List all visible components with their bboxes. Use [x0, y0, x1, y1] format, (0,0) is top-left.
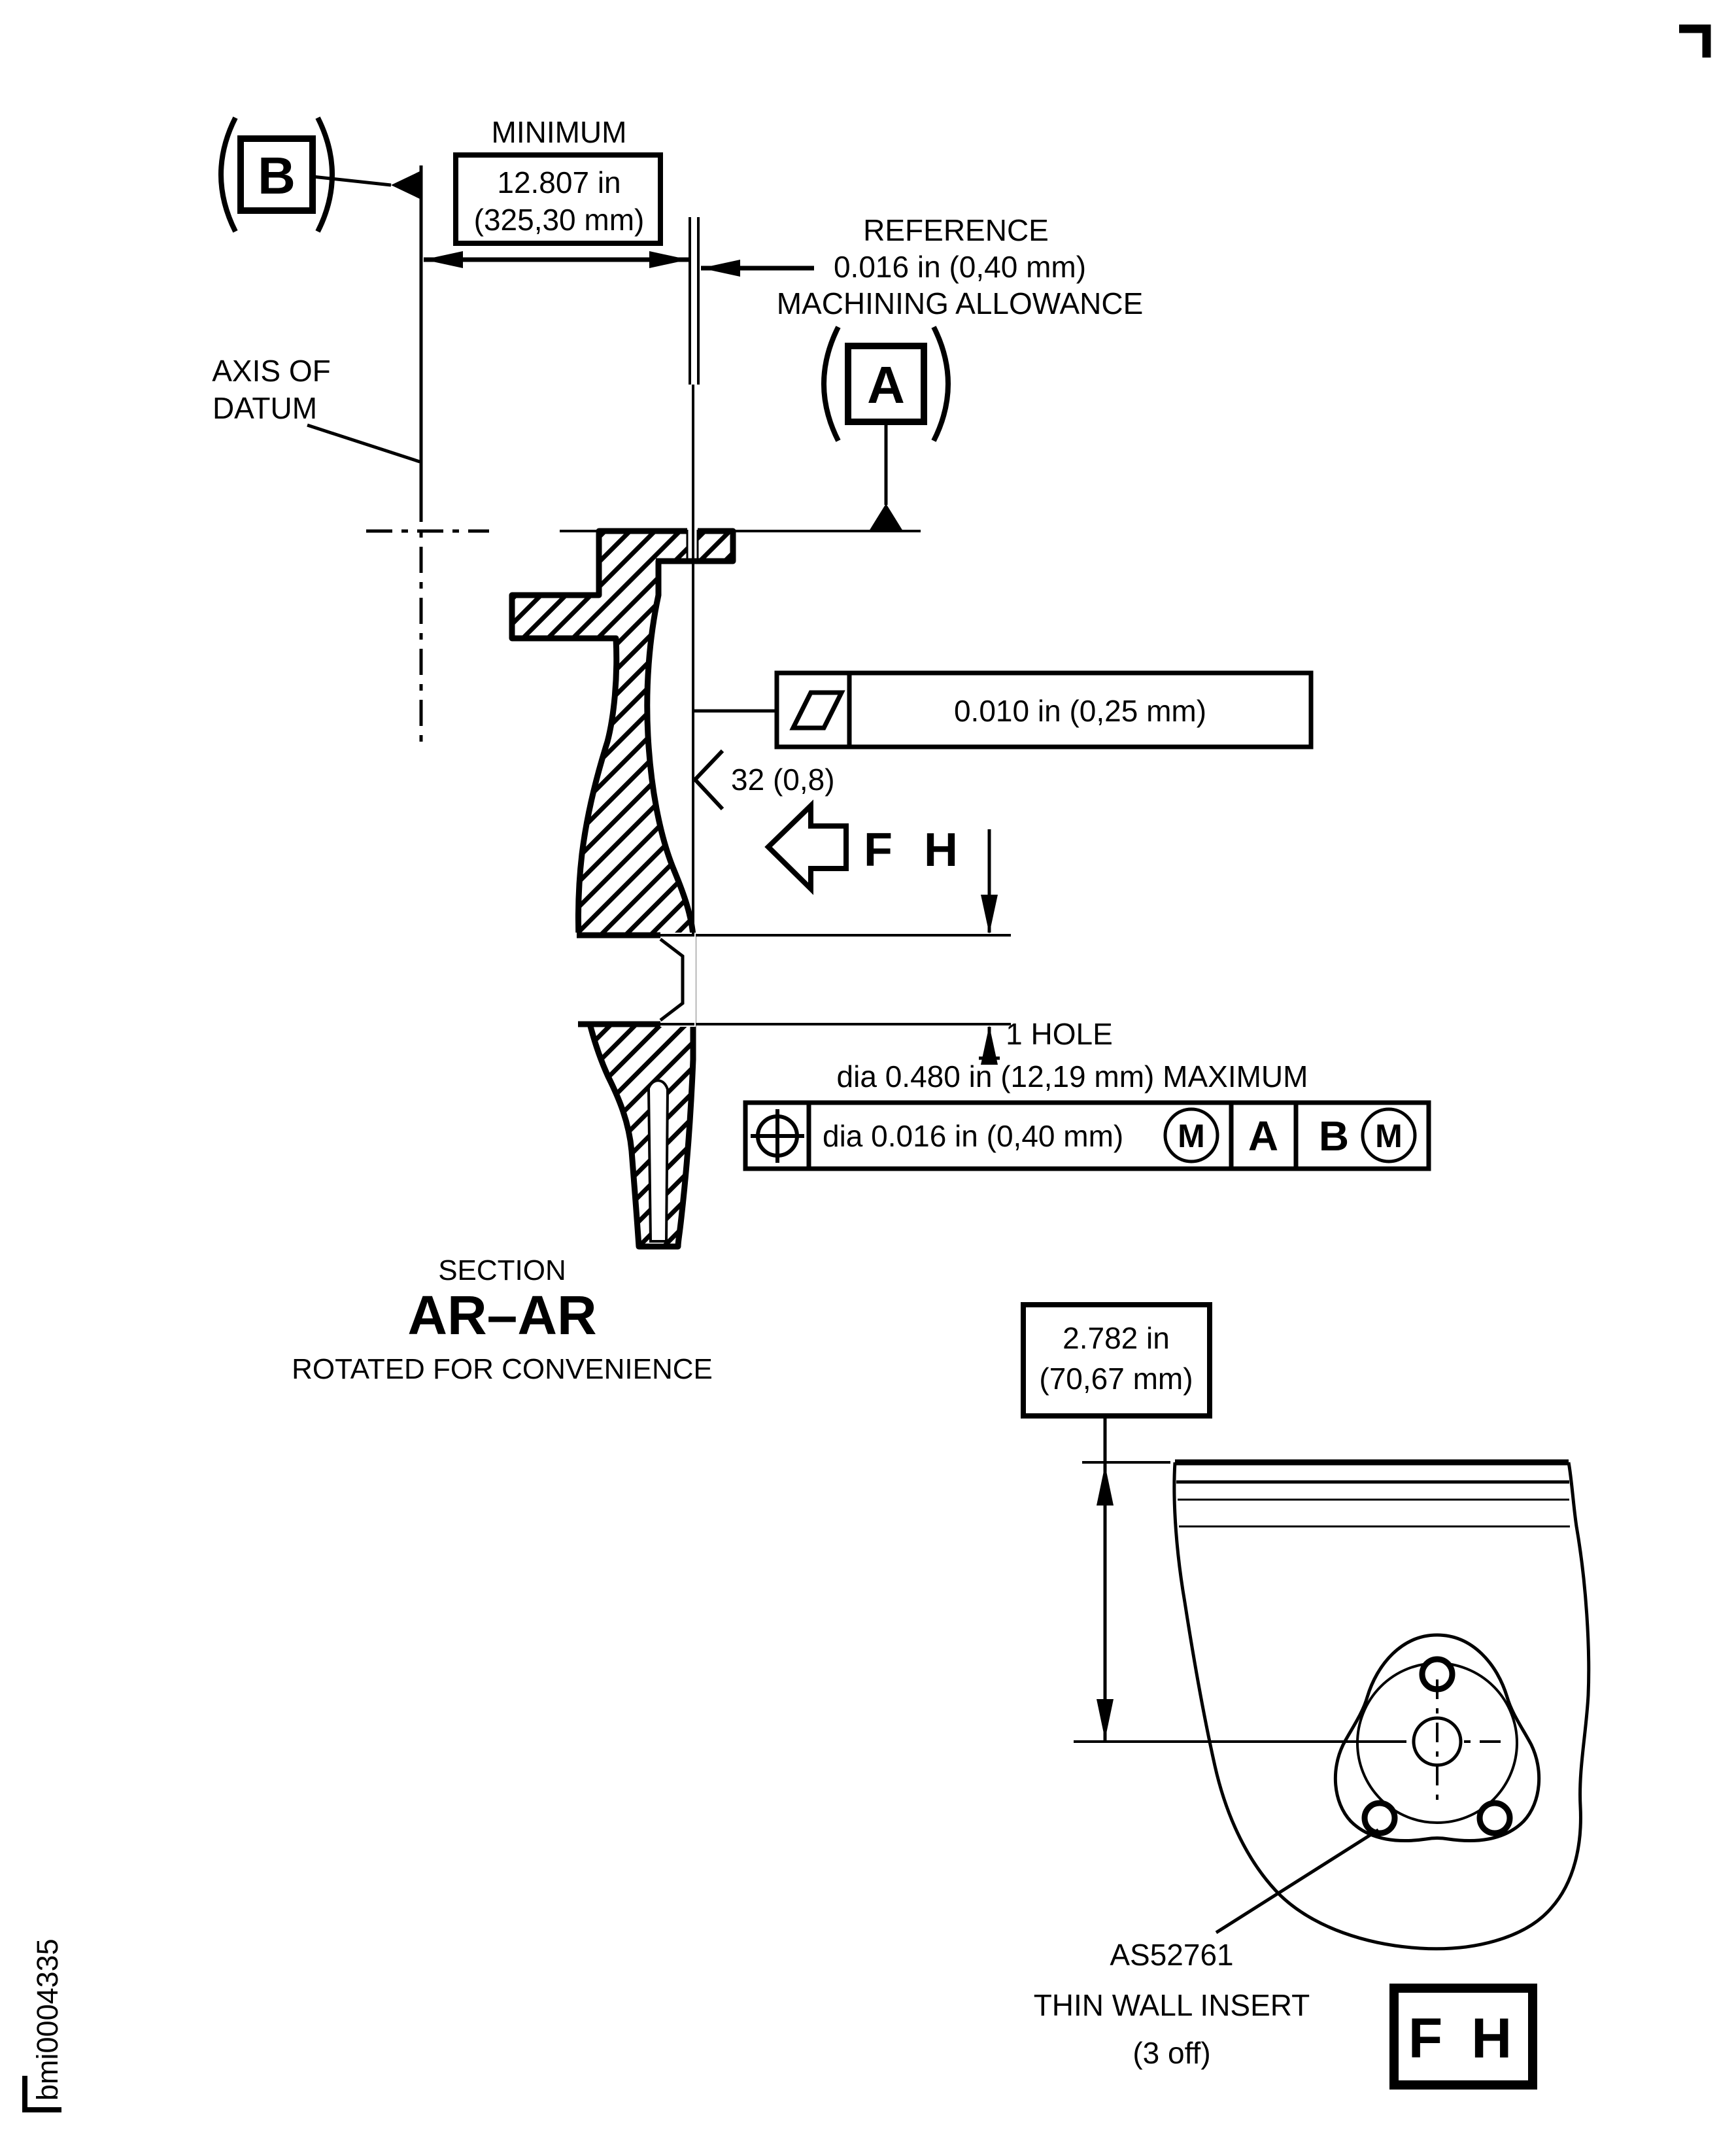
- fh-view: 2.782 in (70,67 mm) AS52761 THIN WALL IN…: [1021, 1302, 1591, 2090]
- datum-triangle-icon: [869, 504, 903, 531]
- min-dim-box: [453, 152, 663, 246]
- arrowhead-down-icon: [1097, 1699, 1114, 1740]
- figure-corner-mark-icon: [22, 2076, 61, 2112]
- paren-open-icon: [821, 326, 841, 442]
- surface-finish-icon: [692, 749, 724, 811]
- transverse-hole: [570, 933, 696, 1027]
- arrowhead-left-icon: [701, 260, 740, 277]
- insert-note-leader: [1215, 1828, 1380, 1935]
- arrowhead-up-icon: [981, 1025, 998, 1065]
- section-name: AR–AR: [407, 1284, 596, 1346]
- position-datum-b: B: [1319, 1112, 1349, 1160]
- view-label: F H: [1408, 2007, 1519, 2070]
- datum-b-symbol: B: [218, 116, 421, 233]
- hole-note-l2: dia 0.480 in (12,19 mm) MAXIMUM: [837, 1059, 1308, 1093]
- min-dim-mm: (325,30 mm): [474, 203, 645, 237]
- flatness-symbol-icon: [789, 690, 845, 731]
- datum-b-letter: B: [258, 146, 296, 205]
- datum-b-box: [237, 135, 316, 214]
- mmc-modifier-letter: M: [1178, 1118, 1205, 1154]
- corner-mark-icon: [1679, 24, 1711, 58]
- insert-hole: [1361, 1800, 1398, 1836]
- flatness-value: 0.010 in (0,25 mm): [954, 694, 1206, 728]
- view-direction-label: F H: [864, 824, 967, 876]
- stem-bore: [647, 1079, 670, 1243]
- axis-label-l2: DATUM: [213, 391, 317, 425]
- mmc-modifier-letter: M: [1375, 1118, 1403, 1154]
- axis-label-l1: AXIS OF: [212, 354, 330, 388]
- datum-a-symbol: A: [821, 326, 951, 531]
- position-datum-a: A: [1248, 1112, 1278, 1160]
- insert-hole: [1476, 1800, 1513, 1836]
- arrowhead-up-icon: [1097, 1465, 1114, 1506]
- insert-note-l3: (3 off): [1132, 2036, 1210, 2070]
- arrowhead-down-icon: [981, 895, 998, 934]
- boss-outline: [1333, 1633, 1541, 1843]
- arrowhead-right-icon: [649, 251, 689, 268]
- mmc-modifier-icon: [1361, 1107, 1417, 1163]
- paren-close-icon: [315, 116, 335, 233]
- insert-note-l1: AS52761: [1110, 1938, 1233, 1972]
- flatness-frame: 0.010 in (0,25 mm): [694, 670, 1314, 749]
- hole-note-l1: 1 HOLE: [1006, 1017, 1113, 1051]
- insert-note-l2: THIN WALL INSERT: [1034, 1988, 1310, 2022]
- offset-dim-inches: 2.782 in: [1063, 1321, 1170, 1355]
- position-frame: dia 0.016 in (0,40 mm) M A B M: [743, 1100, 1431, 1171]
- datum-triangle-icon: [391, 171, 421, 199]
- casing-outline: [1172, 1462, 1591, 1951]
- minimum-label: MINIMUM: [492, 115, 627, 149]
- arrowhead-left-icon: [424, 251, 463, 268]
- section-view: MINIMUM 12.807 in (325,30 mm) REFERENCE …: [212, 115, 1431, 1385]
- mmc-modifier-icon: [1163, 1107, 1219, 1163]
- reference-l1: REFERENCE: [863, 213, 1049, 247]
- view-label-box: [1389, 1984, 1537, 2090]
- surface-finish-value: 32 (0,8): [731, 763, 835, 797]
- flatness-box: [774, 670, 1314, 749]
- reference-l3: MACHINING ALLOWANCE: [777, 286, 1144, 320]
- min-dim-inches: 12.807 in: [497, 165, 621, 199]
- position-value: dia 0.016 in (0,40 mm): [823, 1119, 1123, 1153]
- offset-dim-mm: (70,67 mm): [1039, 1362, 1193, 1396]
- section-note: ROTATED FOR CONVENIENCE: [292, 1353, 713, 1385]
- offset-dim-box: [1021, 1302, 1212, 1419]
- section-label: SECTION: [438, 1254, 566, 1286]
- axis-label-leader: [307, 423, 420, 464]
- paren-open-icon: [218, 116, 238, 233]
- figure-id: bmi0004335: [31, 1938, 64, 2101]
- reference-l2: 0.016 in (0,40 mm): [834, 250, 1086, 284]
- datum-b-leader: [312, 175, 392, 187]
- hole-countersink: [659, 938, 685, 1022]
- paren-close-icon: [931, 326, 951, 442]
- datum-a-letter: A: [867, 356, 905, 414]
- part-section-outline: [509, 528, 736, 1250]
- position-box: [743, 1100, 1431, 1171]
- view-direction-arrow-icon: [764, 799, 849, 895]
